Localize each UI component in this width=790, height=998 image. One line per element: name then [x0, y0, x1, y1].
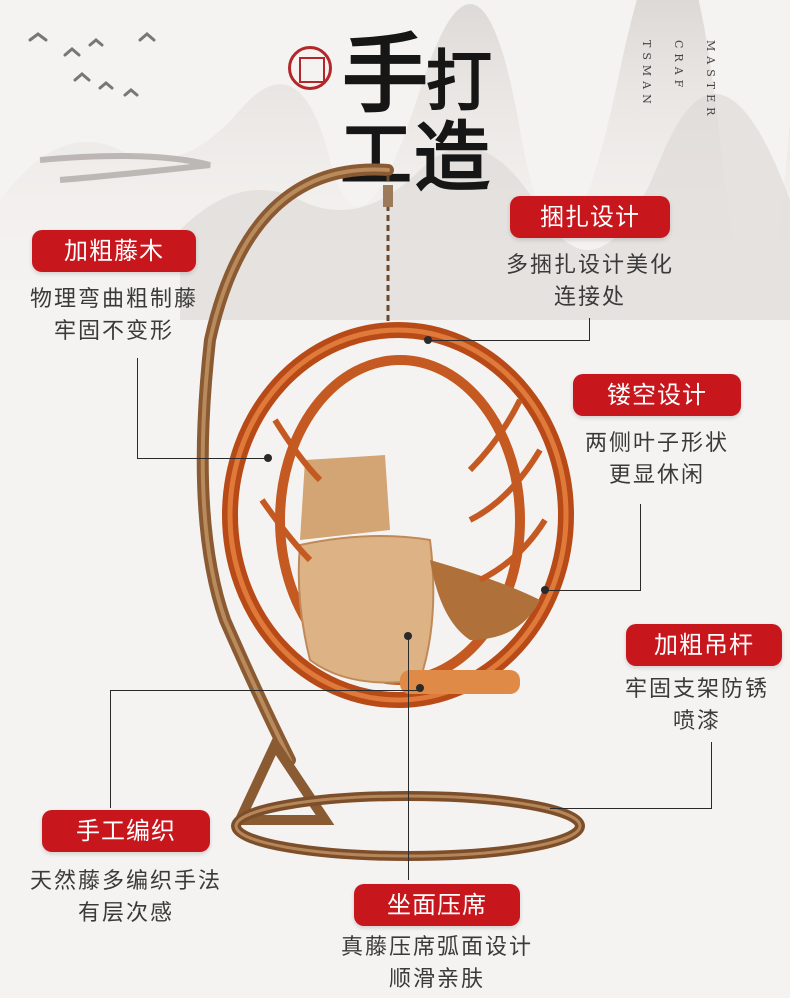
callout-badge-handwoven: 手工编织 — [42, 810, 210, 852]
callout-desc-binding-design: 多捆扎设计美化 连接处 — [480, 250, 700, 314]
callout-desc-line: 牢固支架防锈 — [624, 677, 769, 702]
callout-desc-line: 天然藤多编织手法 — [29, 869, 222, 894]
connector-line — [589, 318, 590, 340]
callout-desc-line: 多捆扎设计美化 — [505, 253, 674, 278]
callout-desc-line: 两侧叶子形状 — [584, 431, 729, 456]
callout-badge-thick-rattan: 加粗藤木 — [32, 230, 196, 272]
callout-desc-seat-mat: 真藤压席弧面设计 顺滑亲肤 — [318, 932, 556, 996]
callout-desc-line: 顺滑亲肤 — [388, 967, 485, 992]
callout-desc-handwoven: 天然藤多编织手法 有层次感 — [6, 866, 246, 930]
callout-desc-line: 牢固不变形 — [53, 319, 174, 344]
callout-badge-seat-mat: 坐面压席 — [354, 884, 520, 926]
connector-line — [428, 340, 590, 341]
connector-line — [137, 458, 268, 459]
title-char-2: 打 — [426, 42, 492, 120]
title-char-3: 工 — [340, 112, 413, 197]
title-char-4: 造 — [414, 113, 490, 202]
callout-desc-line: 喷漆 — [672, 709, 721, 734]
callout-desc-line: 物理弯曲粗制藤 — [29, 287, 198, 312]
callout-badge-hollow-design: 镂空设计 — [573, 374, 741, 416]
callout-desc-line: 真藤压席弧面设计 — [340, 935, 533, 960]
callout-desc-line: 连接处 — [553, 285, 626, 310]
connector-line — [711, 742, 712, 808]
callout-desc-line: 更显休闲 — [608, 463, 705, 488]
connector-line — [137, 358, 138, 458]
callout-badge-binding-design: 捆扎设计 — [510, 196, 670, 238]
title-char-1: 手 — [342, 24, 428, 125]
connector-line — [408, 636, 409, 880]
callout-desc-line: 有层次感 — [77, 901, 174, 926]
callout-desc-thick-rattan: 物理弯曲粗制藤 牢固不变形 — [0, 284, 228, 348]
callout-badge-thick-hanging-rod: 加粗吊杆 — [626, 624, 782, 666]
ink-mountain-background — [0, 0, 790, 320]
vertical-text-craf: CRAF — [672, 40, 685, 93]
callout-desc-hollow-design: 两侧叶子形状 更显休闲 — [556, 428, 758, 492]
seal-stamp-icon — [288, 46, 332, 90]
vertical-text-tsman: TSMAN — [640, 40, 653, 109]
connector-line — [550, 808, 712, 809]
callout-desc-thick-hanging-rod: 牢固支架防锈 喷漆 — [604, 674, 790, 738]
vertical-text-master: MASTER — [704, 40, 717, 121]
connector-line — [545, 590, 641, 591]
connector-line — [110, 690, 420, 691]
connector-line — [110, 690, 111, 808]
bird-icons — [28, 32, 156, 97]
brush-stroke — [39, 153, 211, 183]
connector-line — [640, 504, 641, 590]
